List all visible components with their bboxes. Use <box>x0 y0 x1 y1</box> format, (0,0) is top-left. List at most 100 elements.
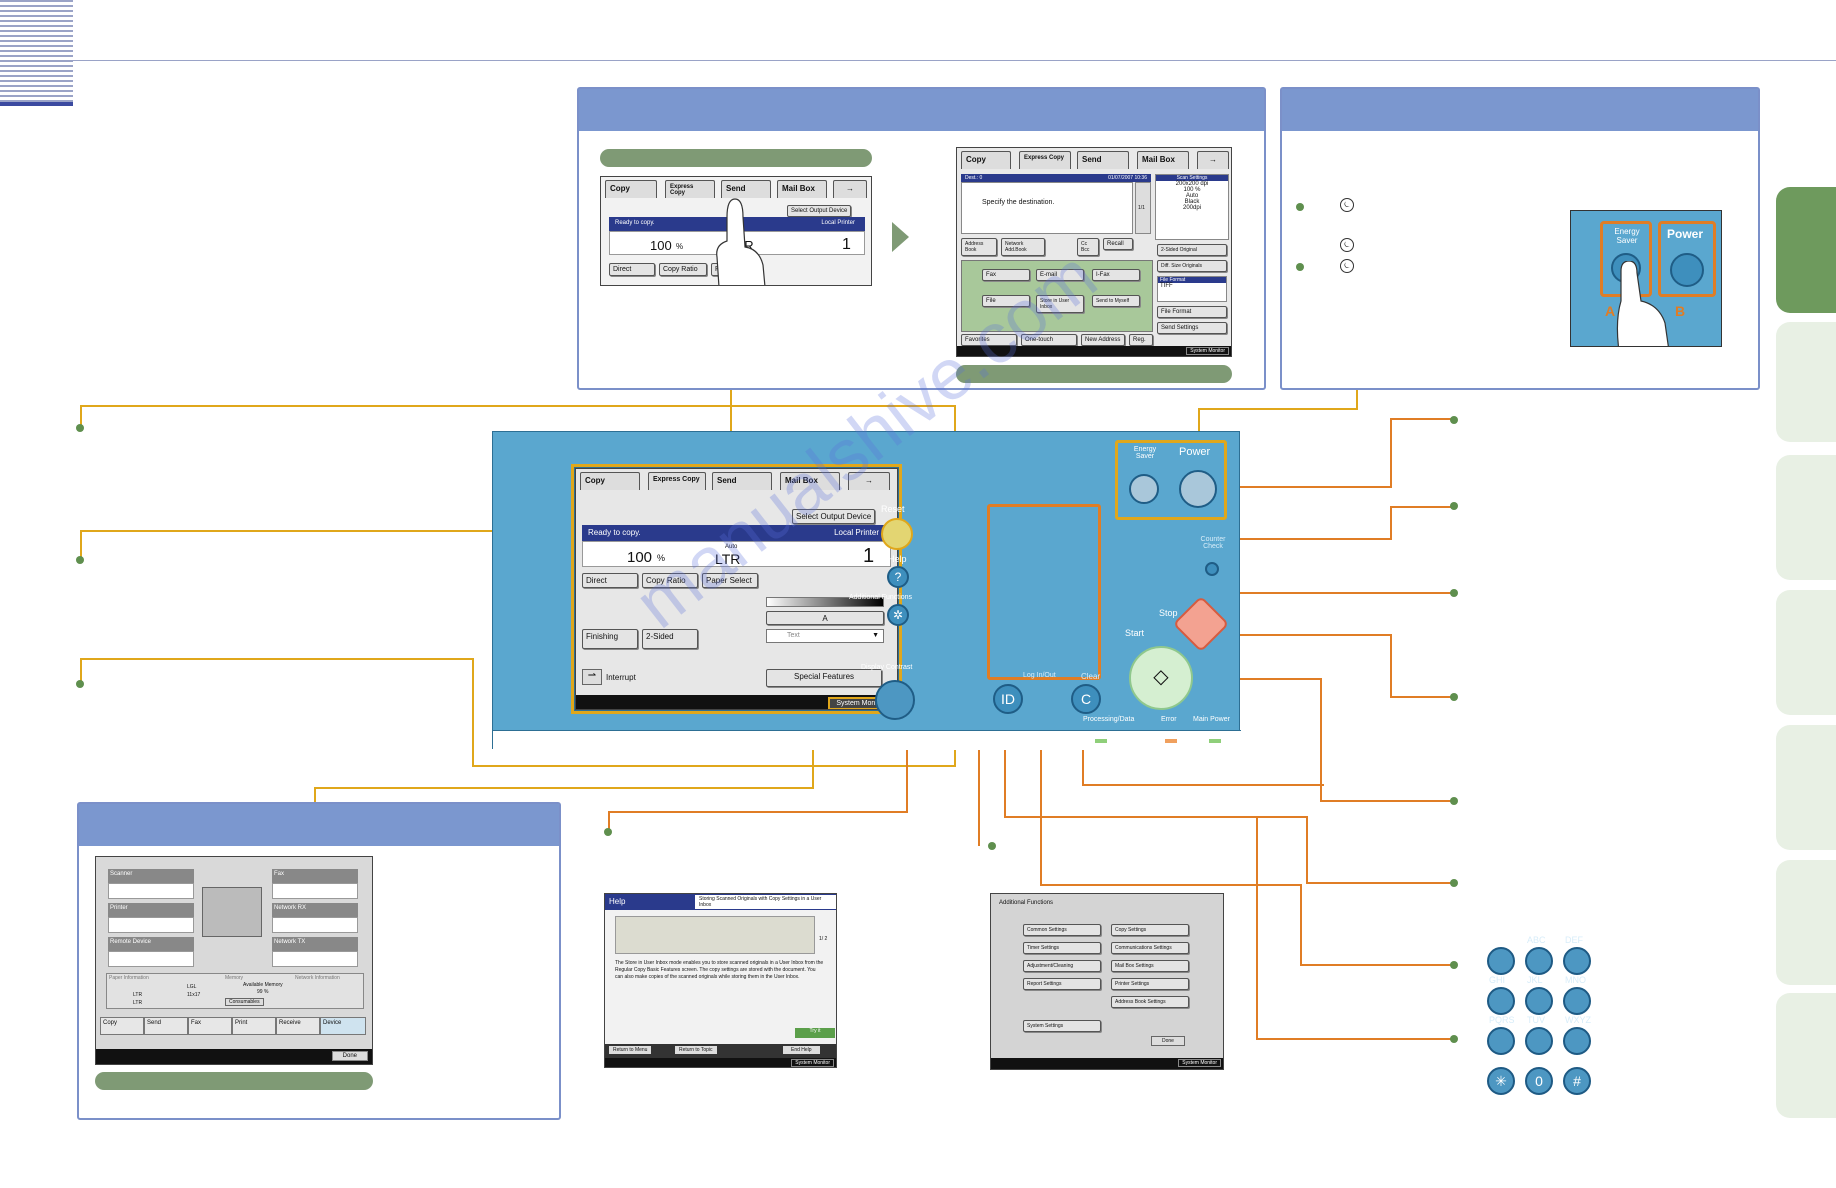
new-address-button[interactable]: New Address <box>1081 334 1125 346</box>
file-button[interactable]: File <box>982 295 1030 307</box>
two-sided-button[interactable]: 2-Sided <box>642 629 698 649</box>
additional-function-item[interactable]: Adjustment/Cleaning <box>1023 960 1101 972</box>
tab-mail-box[interactable]: Mail Box <box>777 180 827 198</box>
cc-bcc-button[interactable]: Cc Bcc <box>1077 238 1099 256</box>
copy-ratio-button[interactable]: Copy Ratio <box>642 573 698 588</box>
chapter-tab-active[interactable] <box>1776 187 1836 313</box>
chapter-tab[interactable] <box>1776 455 1836 580</box>
tab-copy[interactable]: Copy <box>580 472 640 490</box>
additional-function-item[interactable]: Common Settings <box>1023 924 1101 936</box>
tab-copy[interactable]: Copy <box>961 151 1011 169</box>
keypad-key[interactable] <box>1487 1027 1515 1055</box>
tab-receive[interactable]: Receive <box>276 1017 320 1035</box>
additional-function-item[interactable]: Communications Settings <box>1111 942 1189 954</box>
file-format-panel[interactable]: File Format TIFF <box>1157 276 1227 302</box>
interrupt-icon[interactable]: ⇀ <box>582 669 602 685</box>
keypad-key[interactable] <box>1563 947 1591 975</box>
select-output-device-button[interactable]: Select Output Device <box>792 509 876 524</box>
arrow-tab-icon[interactable]: → <box>833 180 867 198</box>
keypad-key[interactable]: # <box>1563 1067 1591 1095</box>
additional-function-item[interactable]: System Settings <box>1023 1020 1101 1032</box>
arrow-tab-icon[interactable]: → <box>1197 151 1229 169</box>
additional-function-item[interactable]: Printer Settings <box>1111 978 1189 990</box>
power-button[interactable] <box>1179 470 1217 508</box>
tab-send[interactable]: Send <box>721 180 771 198</box>
tab-mail-box[interactable]: Mail Box <box>1137 151 1189 169</box>
keypad-key[interactable] <box>1525 987 1553 1015</box>
chapter-tab[interactable] <box>1776 322 1836 442</box>
keypad-key[interactable] <box>1487 987 1515 1015</box>
stop-button[interactable] <box>1172 595 1230 653</box>
tab-send[interactable]: Send <box>1077 151 1129 169</box>
keypad-key[interactable] <box>1525 947 1553 975</box>
special-features-button[interactable]: Special Features <box>766 669 882 687</box>
keypad-key[interactable] <box>1525 1027 1553 1055</box>
keypad-key[interactable]: 0 <box>1525 1067 1553 1095</box>
original-type-select[interactable]: Text▼ <box>766 629 884 643</box>
energy-saver-button[interactable] <box>1129 474 1159 504</box>
tab-express-copy[interactable]: Express Copy <box>665 180 715 198</box>
file-format-button[interactable]: File Format <box>1157 306 1227 318</box>
system-monitor-button[interactable]: System Monitor <box>1186 347 1229 355</box>
printer-status[interactable] <box>108 917 194 933</box>
paper-select-button[interactable]: Paper Select <box>702 573 758 588</box>
fax-button[interactable]: Fax <box>982 269 1030 281</box>
done-button[interactable]: Done <box>1151 1036 1185 1046</box>
tab-mail-box[interactable]: Mail Box <box>780 472 840 490</box>
reg-button[interactable]: Reg. <box>1129 334 1153 346</box>
diff-size-button[interactable]: Diff. Size Originals <box>1157 260 1227 272</box>
keypad-key[interactable] <box>1487 947 1515 975</box>
tab-express-copy[interactable]: Express Copy <box>1019 151 1071 169</box>
network-tx-status[interactable] <box>272 951 358 967</box>
return-topic-button[interactable]: Return to Topic <box>675 1046 717 1054</box>
favorites-button[interactable]: Favorites <box>961 334 1017 346</box>
additional-function-item[interactable]: Address Book Settings <box>1111 996 1189 1008</box>
consumables-button[interactable]: Consumables <box>225 998 264 1006</box>
finishing-button[interactable]: Finishing <box>582 629 638 649</box>
chapter-tab[interactable] <box>1776 725 1836 850</box>
chapter-tab[interactable] <box>1776 590 1836 715</box>
network-address-book-button[interactable]: Network Add.Book <box>1001 238 1045 256</box>
scrollbar[interactable]: 1/1 <box>1135 182 1151 234</box>
destination-list[interactable]: Specify the destination. <box>961 182 1133 234</box>
additional-function-item[interactable]: Timer Settings <box>1023 942 1101 954</box>
tab-copy[interactable]: Copy <box>100 1017 144 1035</box>
additional-functions-button[interactable]: ✲ <box>887 604 909 626</box>
help-button[interactable]: ? <box>887 566 909 588</box>
send-myself-button[interactable]: Send to Myself <box>1092 295 1140 307</box>
one-touch-button[interactable]: One-touch <box>1021 334 1077 346</box>
reset-button[interactable] <box>881 518 913 550</box>
tab-send[interactable]: Send <box>712 472 772 490</box>
scan-settings-panel[interactable]: Scan Settings 200x200 dpi 100 % Auto Bla… <box>1155 174 1229 240</box>
tab-express-copy[interactable]: Express Copy <box>648 472 706 490</box>
keypad-key[interactable] <box>1563 987 1591 1015</box>
additional-function-item[interactable]: Mail Box Settings <box>1111 960 1189 972</box>
fax-status[interactable] <box>272 883 358 899</box>
system-monitor-button[interactable]: System Monitor <box>791 1059 834 1067</box>
done-button[interactable]: Done <box>331 1051 368 1061</box>
tab-device[interactable]: Device <box>320 1017 366 1035</box>
end-help-button[interactable]: End Help <box>783 1046 820 1054</box>
start-button[interactable]: ◇ <box>1129 646 1193 710</box>
scanner-status[interactable] <box>108 883 194 899</box>
id-button[interactable]: ID <box>993 684 1023 714</box>
display-contrast-dial[interactable] <box>875 680 915 720</box>
recall-button[interactable]: Recall <box>1103 238 1133 250</box>
tab-print[interactable]: Print <box>232 1017 276 1035</box>
counter-check-button[interactable] <box>1205 562 1219 576</box>
network-rx-status[interactable] <box>272 917 358 933</box>
send-settings-button[interactable]: Send Settings <box>1157 322 1227 334</box>
chapter-tab[interactable] <box>1776 993 1836 1118</box>
direct-button[interactable]: Direct <box>609 263 655 276</box>
tab-fax[interactable]: Fax <box>188 1017 232 1035</box>
keypad-key[interactable] <box>1563 1027 1591 1055</box>
select-output-device-button[interactable]: Select Output Device <box>787 205 852 217</box>
tab-copy[interactable]: Copy <box>605 180 657 198</box>
return-menu-button[interactable]: Return to Menu <box>609 1046 652 1054</box>
arrow-tab-icon[interactable]: → <box>848 472 890 490</box>
chapter-tab[interactable] <box>1776 860 1836 985</box>
try-it-button[interactable]: Try it <box>795 1028 835 1038</box>
remote-device-status[interactable] <box>108 951 194 967</box>
store-inbox-button[interactable]: Store in User Inbox <box>1036 295 1084 313</box>
clear-button[interactable]: C <box>1071 684 1101 714</box>
